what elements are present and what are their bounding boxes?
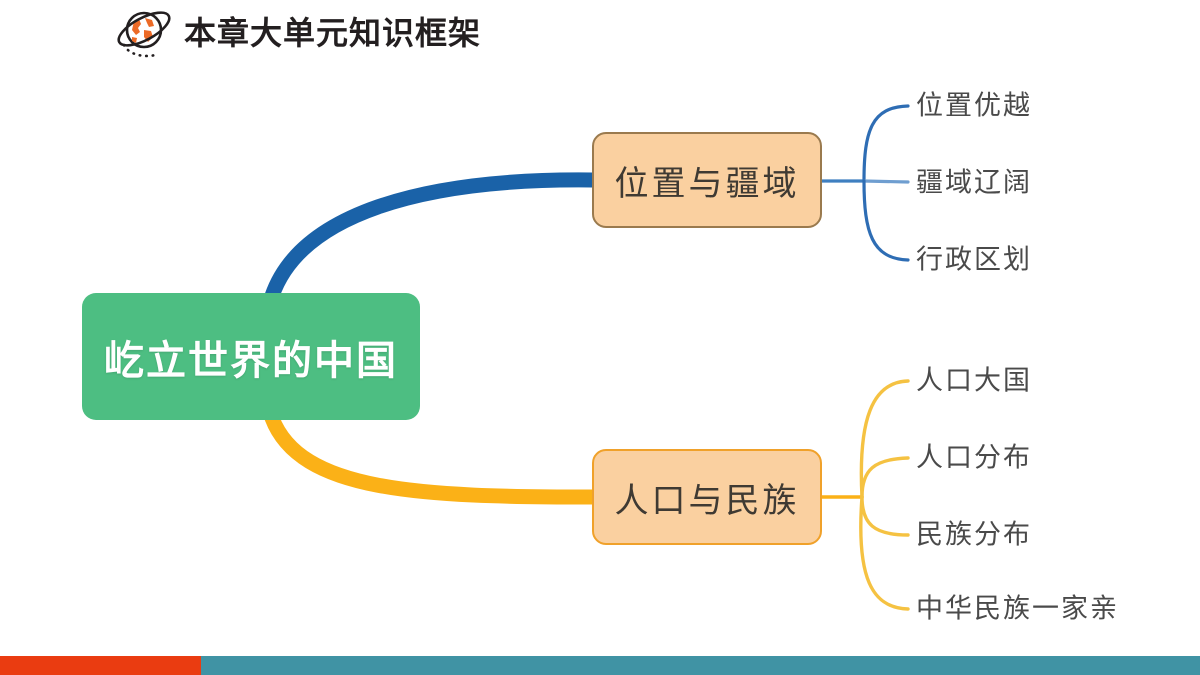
leaf-vast-territory[interactable]: 疆域辽阔: [916, 167, 1032, 198]
branch-node-population-ethnicity[interactable]: 人口与民族: [592, 449, 822, 545]
leaf-populous-country[interactable]: 人口大国: [916, 365, 1032, 396]
link-population-leaf-2: [860, 495, 910, 537]
leaf-administrative-divisions[interactable]: 行政区划: [916, 244, 1032, 275]
link-population-leaf-1: [860, 456, 910, 499]
leaf-population-distribution[interactable]: 人口分布: [916, 442, 1032, 473]
branch-node-label: 人口与民族: [614, 481, 800, 520]
page-title: 本章大单元知识框架: [184, 15, 482, 51]
branch-node-position-territory[interactable]: 位置与疆域: [592, 132, 822, 228]
root-node-label: 屹立世界的中国: [104, 338, 398, 383]
progress-bar-remaining-segment[interactable]: [201, 656, 1200, 675]
leaf-position-advantage[interactable]: 位置优越: [916, 90, 1032, 121]
link-root-to-position: [264, 172, 600, 304]
link-root-to-population: [264, 410, 600, 505]
branch-node-label: 位置与疆域: [614, 164, 800, 203]
link-population-leaf-3: [859, 495, 910, 611]
link-position-leaf-2: [862, 179, 910, 262]
progress-bar-active-segment[interactable]: [0, 656, 201, 675]
globe-orbit-icon: [117, 11, 171, 58]
root-node[interactable]: 屹立世界的中国: [82, 293, 420, 420]
leaf-ethnic-distribution[interactable]: 民族分布: [916, 519, 1032, 550]
bottom-progress-bar: [0, 656, 1200, 675]
header: 本章大单元知识框架: [114, 4, 481, 62]
link-population-leaf-0: [859, 379, 910, 499]
link-position-leaf-0: [862, 104, 910, 183]
leaf-one-family[interactable]: 中华民族一家亲: [916, 593, 1119, 624]
link-position-leaf-1: [862, 179, 910, 184]
